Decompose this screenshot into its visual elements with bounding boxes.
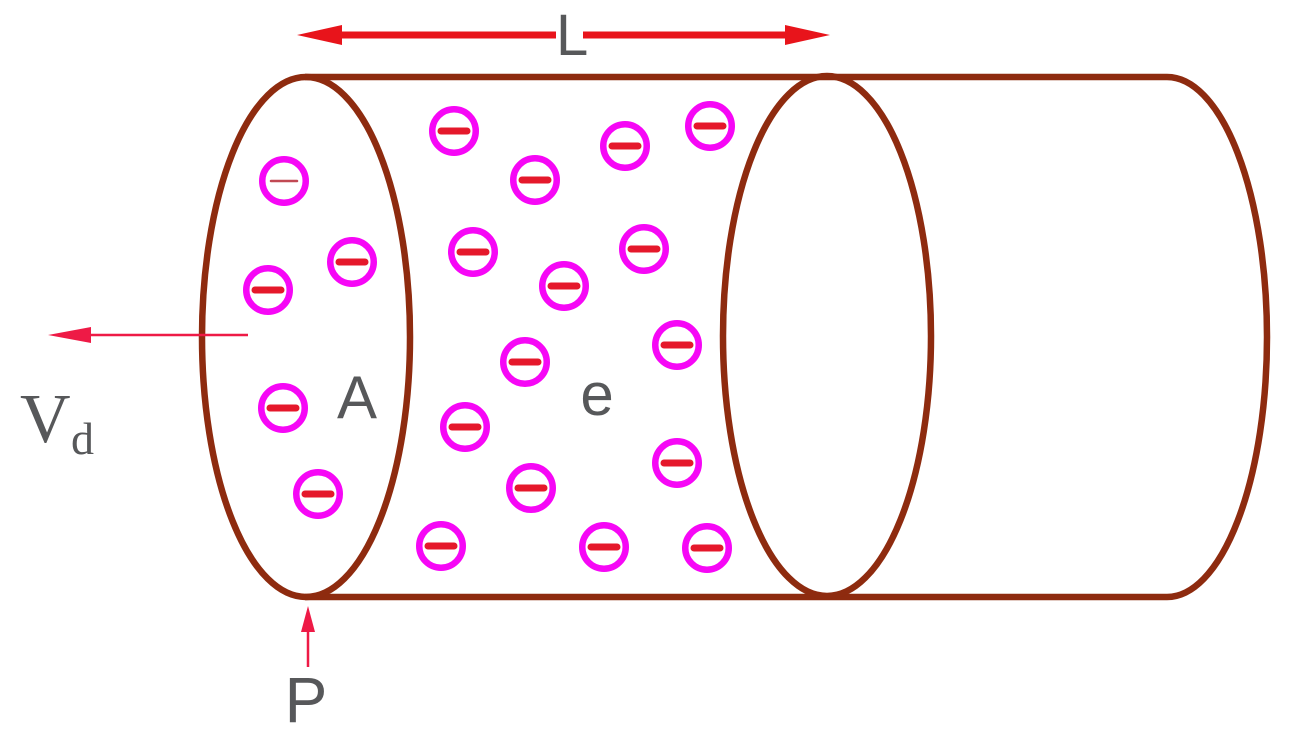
electron	[600, 121, 650, 171]
drift-velocity-label: V	[20, 381, 71, 458]
electron-symbol-label: e	[580, 361, 613, 428]
electron	[682, 523, 732, 573]
electron	[243, 265, 293, 315]
electron	[539, 261, 589, 311]
electron	[293, 469, 343, 519]
cross-section-ellipse	[719, 72, 935, 600]
electron	[259, 156, 309, 206]
area-label: A	[337, 364, 377, 431]
left-end-cap-ellipse	[198, 73, 414, 601]
electron	[327, 237, 377, 287]
electron	[500, 337, 550, 387]
electron	[416, 521, 466, 571]
cylinder-body	[305, 73, 1271, 601]
length-arrow	[297, 25, 830, 45]
arrowhead-left-icon	[297, 25, 342, 45]
electron	[510, 155, 560, 205]
length-label: L	[556, 3, 588, 68]
point-arrow	[301, 606, 315, 667]
electron	[429, 106, 479, 156]
electron	[440, 402, 490, 452]
point-label: P	[285, 664, 328, 736]
electron	[506, 463, 556, 513]
electron	[685, 101, 735, 151]
arrowhead-up-icon	[301, 606, 315, 632]
electron	[652, 438, 702, 488]
electron	[258, 383, 308, 433]
arrowhead-right-icon	[785, 25, 830, 45]
electrons-group	[243, 101, 735, 573]
electron	[448, 227, 498, 277]
electron	[652, 320, 702, 370]
electron	[579, 522, 629, 572]
drift-velocity-subscript: d	[71, 413, 94, 464]
arrowhead-left-icon	[48, 327, 91, 343]
drift-velocity-arrow	[48, 327, 248, 343]
electron	[619, 224, 669, 274]
